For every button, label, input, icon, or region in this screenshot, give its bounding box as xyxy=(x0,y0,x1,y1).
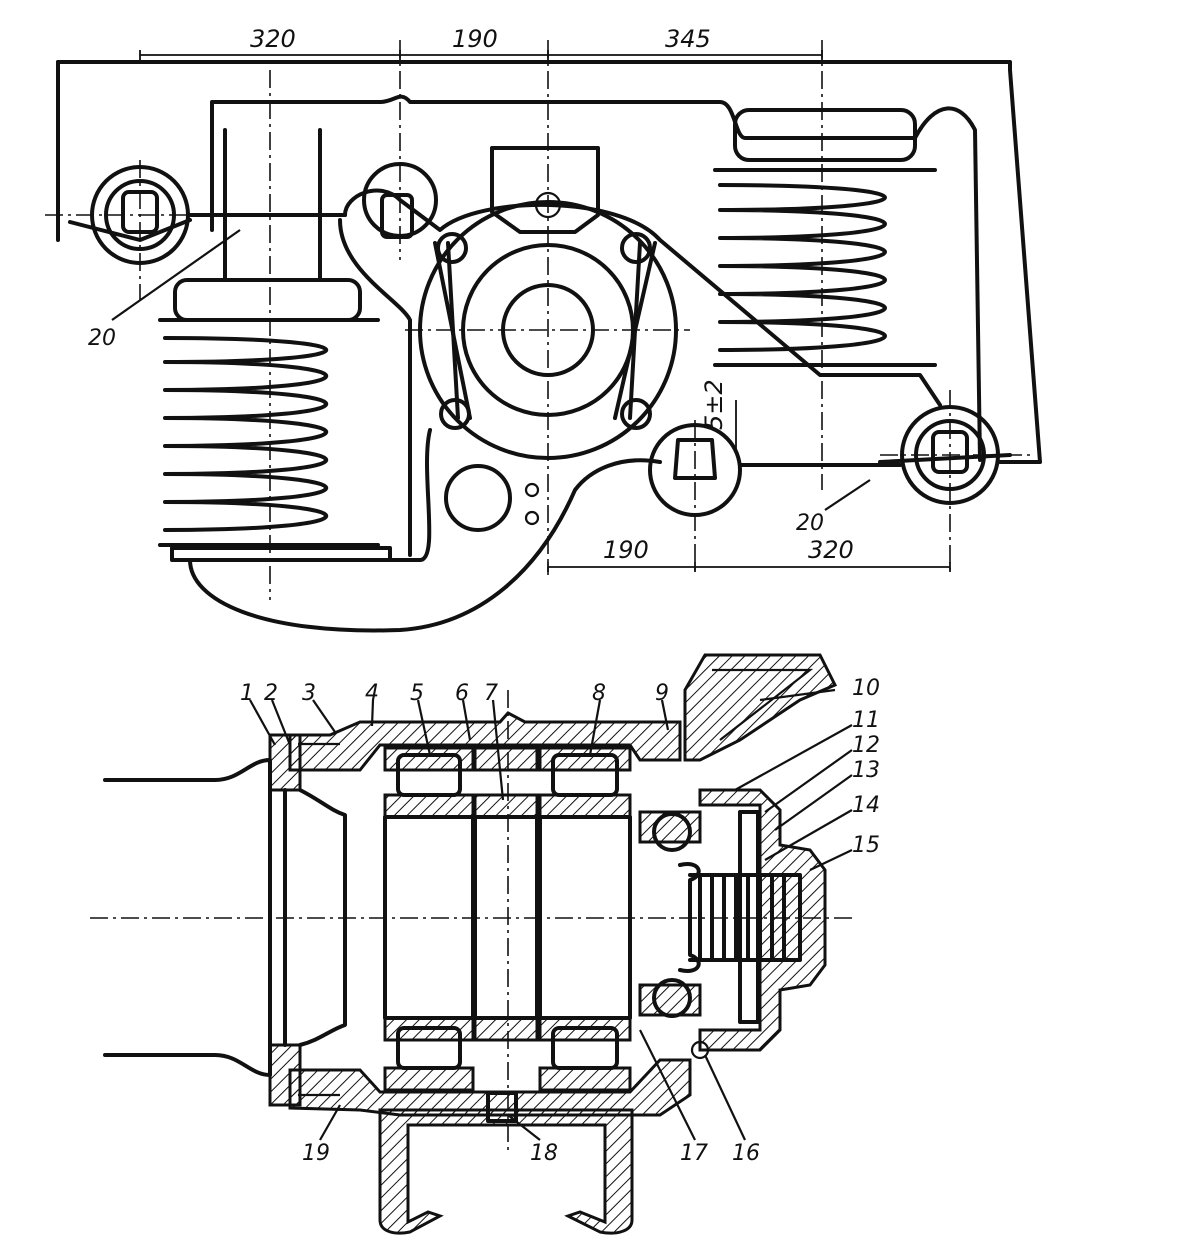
callout-1: 1 xyxy=(240,681,254,706)
bottom-dimension-chain: 190 320 xyxy=(547,536,951,572)
side-frame-view: 320 190 345 190 320 5±2 20 20 xyxy=(45,25,1042,633)
callout-leaders xyxy=(249,688,853,1141)
callout-15: 15 xyxy=(852,833,880,858)
callout-18: 18 xyxy=(530,1141,558,1166)
right-coil-spring xyxy=(713,108,937,367)
callout-20-left: 20 xyxy=(88,326,116,351)
callout-2: 2 xyxy=(264,681,278,706)
dimension-320-bottom: 320 xyxy=(808,536,854,564)
callout-5: 5 xyxy=(410,681,424,706)
callout-8: 8 xyxy=(592,681,606,706)
left-hanger-assembly xyxy=(68,162,438,265)
callout-7: 7 xyxy=(484,681,498,706)
roller-bearing-left xyxy=(383,746,475,1092)
top-dimension-chain: 320 190 345 xyxy=(139,25,823,60)
dimension-190-bottom: 190 xyxy=(603,536,649,564)
spacer-ring xyxy=(473,746,539,1042)
dimension-320-top: 320 xyxy=(250,25,296,53)
callout-17: 17 xyxy=(680,1141,708,1166)
dimension-190-top: 190 xyxy=(452,25,498,53)
callout-20-right: 20 xyxy=(796,511,824,536)
axlebox-section-view: 1 2 3 4 5 6 7 8 9 10 11 12 13 14 15 16 1… xyxy=(90,653,880,1235)
end-cover-assembly xyxy=(638,788,827,1060)
callout-13: 13 xyxy=(852,758,880,783)
callout-16: 16 xyxy=(732,1141,760,1166)
dimension-345-top: 345 xyxy=(665,25,711,53)
callout-9: 9 xyxy=(655,681,669,706)
left-coil-spring xyxy=(158,128,392,562)
callout-11: 11 xyxy=(852,708,880,733)
callout-19: 19 xyxy=(302,1141,330,1166)
clearance-label: 5±2 xyxy=(700,379,728,430)
callout-12: 12 xyxy=(852,733,880,758)
callout-10: 10 xyxy=(852,676,880,701)
callout-6: 6 xyxy=(455,681,469,706)
roller-bearing-right xyxy=(538,746,632,1092)
callout-14: 14 xyxy=(852,793,880,818)
callout-3: 3 xyxy=(302,681,316,706)
callout-4: 4 xyxy=(365,681,379,706)
